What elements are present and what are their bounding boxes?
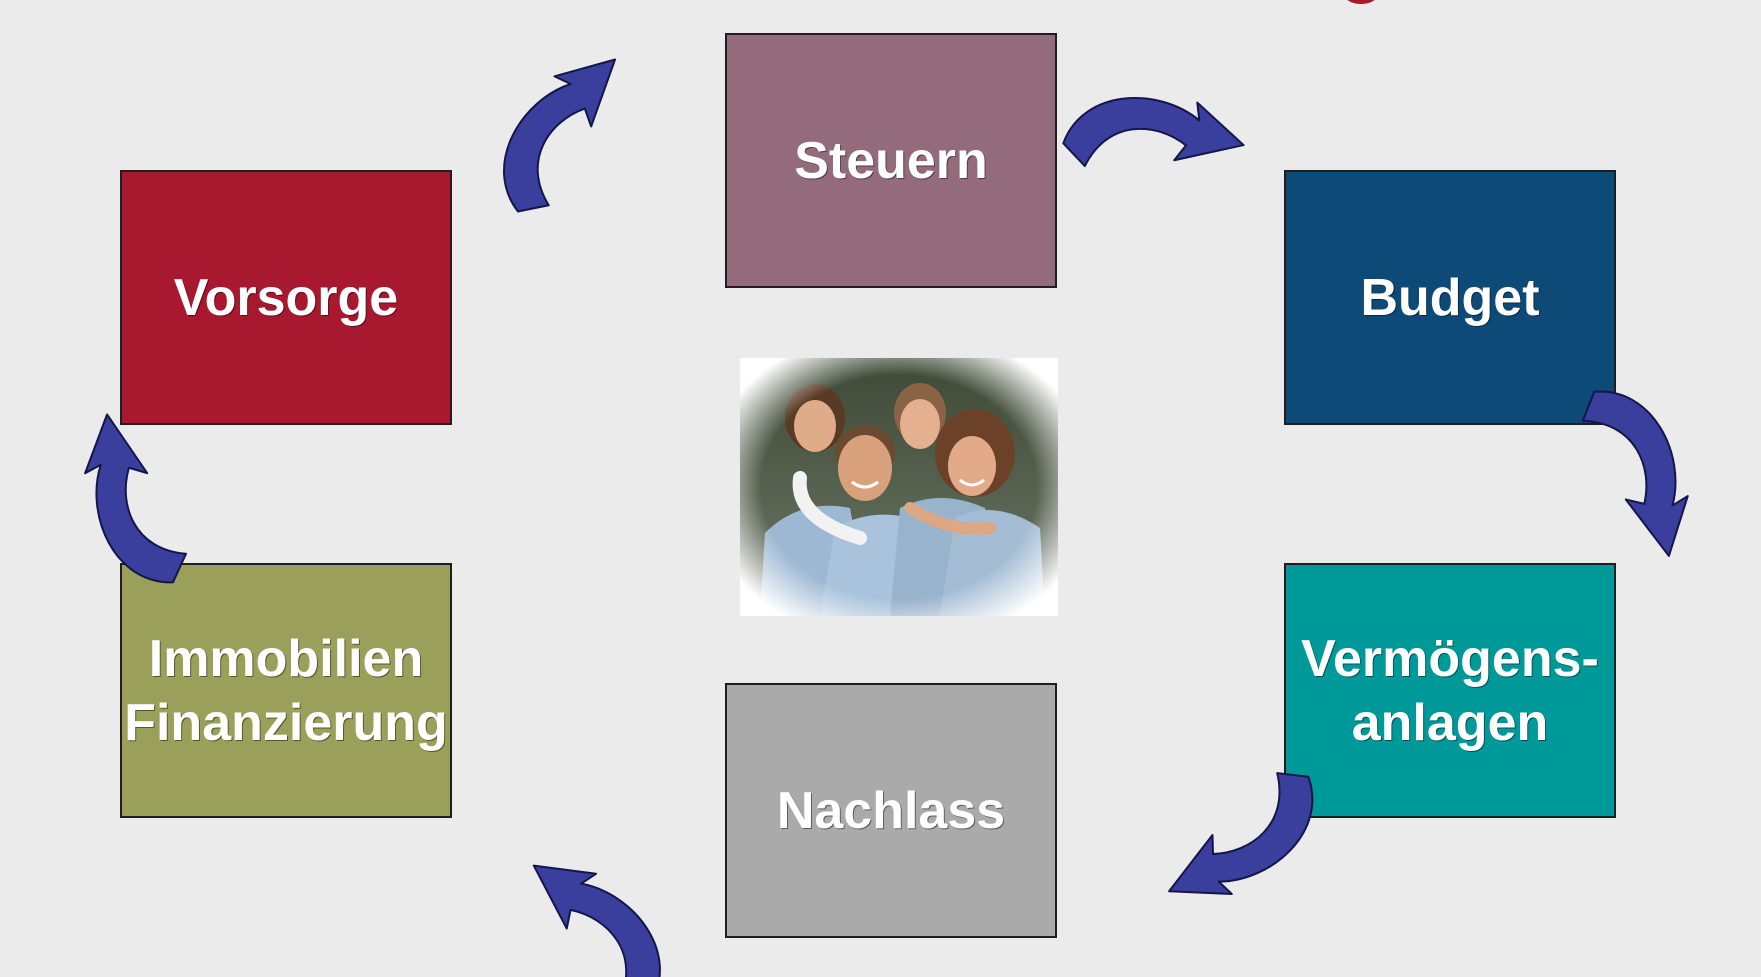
arrow-vermoegen-to-nachlass	[1168, 772, 1314, 895]
box-budget: Budget	[1284, 170, 1616, 425]
curved-arrow-icon	[1062, 96, 1245, 168]
arrow-immo-to-vorsorge	[84, 413, 187, 584]
curved-arrow-icon	[1168, 772, 1314, 895]
box-steuern: Steuern	[725, 33, 1057, 288]
curved-arrow-icon	[503, 58, 617, 213]
box-vorsorge: Vorsorge	[120, 170, 452, 425]
arrow-nachlass-to-immo	[532, 864, 661, 977]
curved-arrow-icon	[84, 413, 187, 584]
curved-arrow-icon	[1581, 390, 1689, 557]
curved-arrow-icon	[532, 864, 661, 977]
box-immobilien-finanzierung: Immobilien Finanzierung	[120, 563, 452, 818]
arrow-vorsorge-to-steuern	[503, 58, 617, 213]
family-photo-image	[740, 358, 1058, 616]
arrow-budget-to-vermoegen	[1581, 390, 1689, 557]
box-nachlass: Nachlass	[725, 683, 1057, 938]
box-vermoegensanlagen: Vermögens- anlagen	[1284, 563, 1616, 818]
arrow-steuern-to-budget	[1062, 96, 1245, 168]
